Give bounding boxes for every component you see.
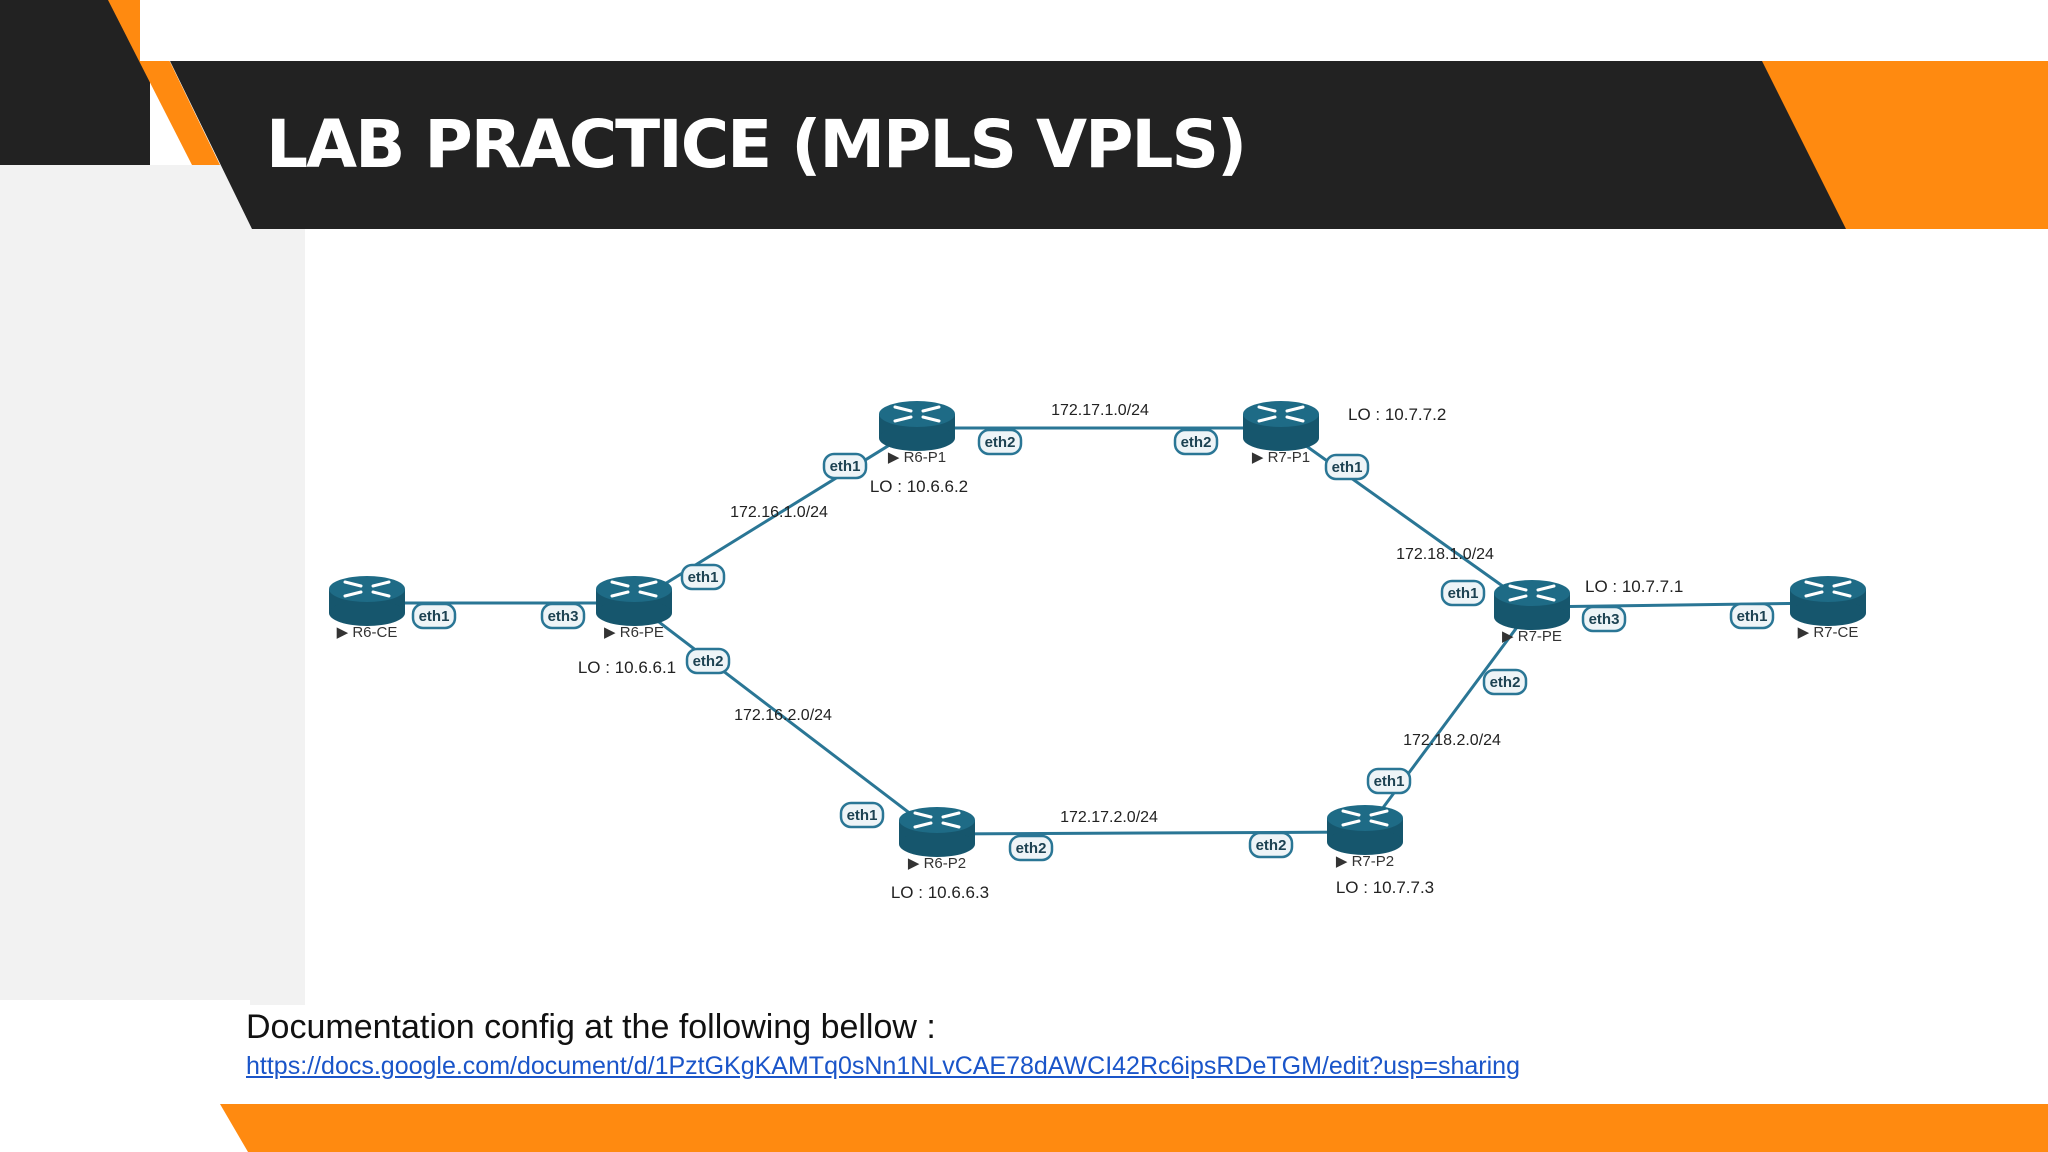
router-r7ce-icon[interactable]: [1790, 576, 1866, 626]
svg-text:eth1: eth1: [419, 608, 450, 625]
interface-tag-r7pe-eth2: eth2: [1482, 668, 1528, 696]
top-white-strip: [140, 0, 2048, 61]
router-label-r7p2: ▶ R7-P2: [1336, 853, 1394, 870]
interface-tag-r6pe-eth2: eth2: [685, 647, 731, 675]
orange-footer-band: [220, 1104, 2048, 1152]
router-label-r6p2: ▶ R6-P2: [908, 855, 966, 872]
svg-text:eth2: eth2: [693, 653, 724, 670]
svg-text:eth1: eth1: [847, 807, 878, 824]
svg-text:eth3: eth3: [1589, 611, 1620, 628]
interface-tag-r7p1-eth1: eth1: [1324, 453, 1370, 481]
router-r7pe-icon[interactable]: [1494, 580, 1570, 630]
subnet-label-r6p1-r7p1: 172.17.1.0/24: [1051, 402, 1149, 419]
svg-text:eth2: eth2: [1256, 837, 1287, 854]
interface-tag-r6ce-eth1: eth1: [411, 602, 457, 630]
documentation-link[interactable]: https://docs.google.com/document/d/1PztG…: [246, 1052, 1520, 1080]
slide-title: LAB PRACTICE (MPLS VPLS): [266, 106, 1247, 183]
interface-tag-r7ce-eth1: eth1: [1729, 602, 1775, 630]
interface-tag-r7pe-eth3: eth3: [1581, 605, 1627, 633]
svg-text:eth1: eth1: [1374, 773, 1405, 790]
svg-text:eth2: eth2: [1490, 674, 1521, 691]
interface-tag-r7p2-eth1: eth1: [1366, 767, 1412, 795]
loopback-label-r6p2: LO : 10.6.6.3: [891, 883, 989, 902]
svg-text:eth2: eth2: [985, 434, 1016, 451]
svg-text:eth1: eth1: [830, 458, 861, 475]
subnet-label-r7p2-r7pe: 172.18.2.0/24: [1403, 732, 1501, 749]
router-r6pe-icon[interactable]: [596, 576, 672, 626]
router-r7p1-icon[interactable]: [1243, 401, 1319, 451]
router-label-r7pe: ▶ R7-PE: [1502, 628, 1562, 645]
orange-header-accent: [1762, 61, 2048, 229]
interface-tag-r6p2-eth1: eth1: [839, 801, 885, 829]
subnet-label-r6pe-r6p1: 172.16.1.0/24: [730, 504, 828, 521]
subnet-label-r6p2-r7p2: 172.17.2.0/24: [1060, 809, 1158, 826]
svg-text:eth2: eth2: [1016, 840, 1047, 857]
router-label-r6pe: ▶ R6-PE: [604, 624, 664, 641]
svg-text:eth3: eth3: [548, 608, 579, 625]
router-r6p2-icon[interactable]: [899, 807, 975, 857]
subnet-label-r6pe-r6p2: 172.16.2.0/24: [734, 707, 832, 724]
svg-text:eth1: eth1: [1332, 459, 1363, 476]
loopback-label-r7p2: LO : 10.7.7.3: [1336, 878, 1434, 897]
documentation-text: Documentation config at the following be…: [246, 1008, 936, 1046]
link-r7p1-r7pe: [1280, 426, 1533, 609]
interface-tag-r7p1-eth2: eth2: [1173, 428, 1219, 456]
loopback-label-r7p1: LO : 10.7.7.2: [1348, 405, 1446, 424]
loopback-label-r6pe: LO : 10.6.6.1: [578, 658, 676, 677]
link-r6p2-r7p2: [936, 830, 1366, 836]
dark-header-band: [170, 61, 1848, 229]
svg-text:eth1: eth1: [1448, 585, 1479, 602]
loopback-label-r6p1: LO : 10.6.6.2: [870, 477, 968, 496]
loopback-label-r7pe: LO : 10.7.7.1: [1585, 577, 1683, 596]
interface-tag-r6pe-eth3: eth3: [540, 602, 586, 630]
interface-tag-r7pe-eth1: eth1: [1440, 579, 1486, 607]
interface-tag-r6p1-eth1: eth1: [822, 452, 868, 480]
router-label-r7ce: ▶ R7-CE: [1798, 624, 1859, 641]
interface-tag-r6p2-eth2: eth2: [1008, 834, 1054, 862]
svg-text:eth1: eth1: [1737, 608, 1768, 625]
orange-slash-top: [108, 0, 220, 165]
router-label-r6ce: ▶ R6-CE: [337, 624, 398, 641]
subnet-label-r7p1-r7pe: 172.18.1.0/24: [1396, 546, 1494, 563]
gray-panel-wedge: [250, 165, 305, 1005]
link-r7p2-r7pe: [1363, 606, 1534, 833]
interface-tag-r6pe-eth1: eth1: [680, 563, 726, 591]
interface-tag-r6p1-eth2: eth2: [977, 428, 1023, 456]
router-r6p1-icon[interactable]: [879, 401, 955, 451]
router-r7p2-icon[interactable]: [1327, 805, 1403, 855]
svg-text:eth2: eth2: [1181, 434, 1212, 451]
interface-tag-r7p2-eth2: eth2: [1248, 831, 1294, 859]
svg-text:eth1: eth1: [688, 569, 719, 586]
router-label-r7p1: ▶ R7-P1: [1252, 449, 1310, 466]
router-r6ce-icon[interactable]: [329, 576, 405, 626]
link-r6pe-r6p2: [633, 601, 938, 836]
router-label-r6p1: ▶ R6-P1: [888, 449, 946, 466]
link-r7pe-r7ce: [1531, 601, 1829, 609]
